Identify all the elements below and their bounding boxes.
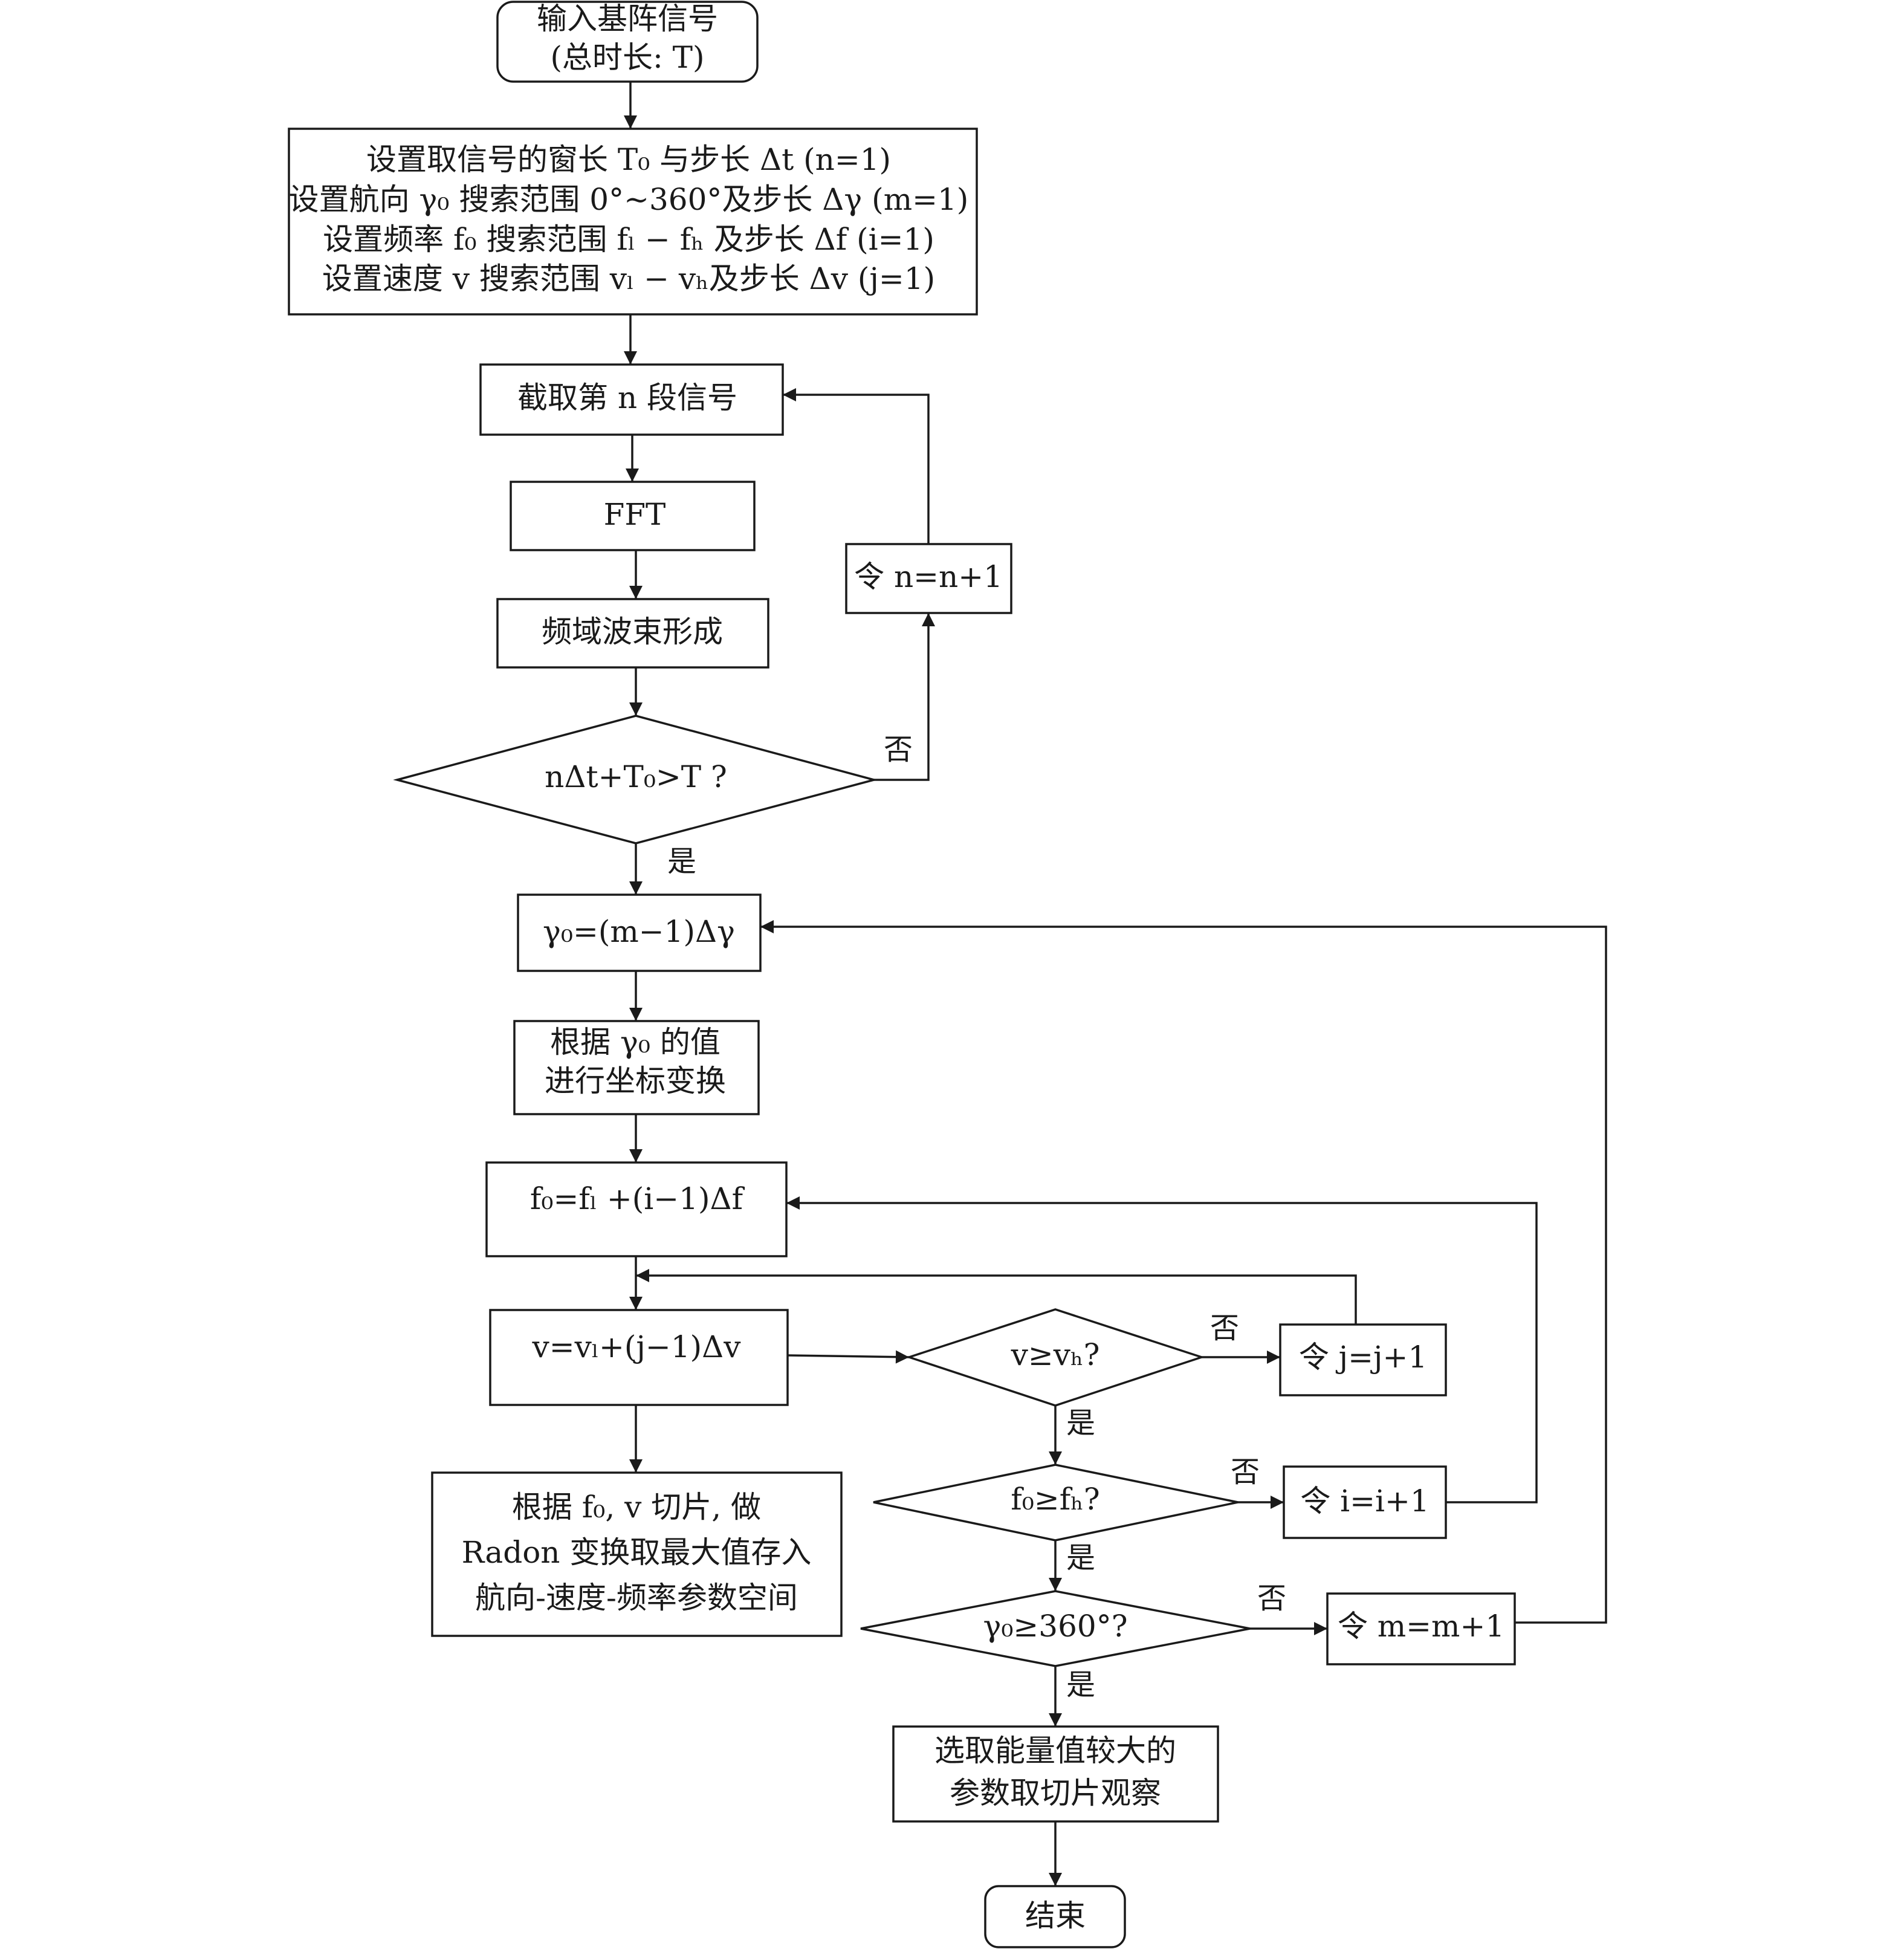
inc-j-label: 令 j=j+1 [1299, 1340, 1428, 1375]
svg-text:是: 是 [1066, 1668, 1095, 1702]
svg-text:是: 是 [1066, 1406, 1095, 1440]
radon-label-1: 根据 f₀, v 切片, 做 [512, 1490, 761, 1525]
inc-m-label: 令 m=m+1 [1338, 1609, 1504, 1644]
start-node [496, 1, 759, 83]
svg-text:是: 是 [667, 845, 696, 878]
v-no-label: 否 [1210, 1311, 1239, 1345]
setup-label-1: 设置取信号的窗长 T₀ 与步长 Δt (n=1) [366, 142, 891, 177]
coord-label-1: 根据 γ₀ 的值 [550, 1025, 720, 1060]
svg-text:根据 f₀, v 切片, 做: 根据 f₀, v 切片, 做 [512, 1490, 761, 1525]
loop-inci-freq [786, 1196, 1538, 1503]
time-condition-label: nΔt+T₀>T ? [545, 759, 727, 794]
svg-text:v=vₗ+(j−1)Δv: v=vₗ+(j−1)Δv [532, 1329, 742, 1364]
beam-label: 频域波束形成 [542, 614, 723, 649]
coord-node [513, 1020, 760, 1115]
end-label: 结束 [1025, 1898, 1086, 1933]
svg-text:f₀≥fₕ?: f₀≥fₕ? [1011, 1482, 1099, 1517]
svg-text:是: 是 [1066, 1541, 1095, 1575]
svg-text:否: 否 [1210, 1311, 1239, 1345]
svg-text:截取第 n 段信号: 截取第 n 段信号 [517, 380, 737, 415]
loop-incm-gamma [760, 920, 1607, 1624]
svg-text:根据 γ₀ 的值: 根据 γ₀ 的值 [550, 1025, 720, 1060]
start-label-1: 输入基阵信号 [537, 1, 718, 36]
svg-text:FFT: FFT [604, 497, 666, 532]
time-no-label: 否 [884, 733, 913, 767]
gamma-condition-label: γ₀≥360°? [983, 1609, 1127, 1644]
time-yes-label: 是 [667, 845, 696, 878]
svg-text:设置取信号的窗长 T₀ 与步长 Δt (n=1): 设置取信号的窗长 T₀ 与步长 Δt (n=1) [366, 142, 891, 177]
svg-text:令 n=n+1: 令 n=n+1 [854, 559, 1003, 594]
svg-text:γ₀=(m−1)Δγ: γ₀=(m−1)Δγ [543, 914, 735, 949]
f-yes-label: 是 [1066, 1541, 1095, 1575]
svg-text:参数取切片观察: 参数取切片观察 [950, 1776, 1161, 1811]
select-label-2: 参数取切片观察 [950, 1776, 1161, 1811]
select-label-1: 选取能量值较大的 [934, 1733, 1176, 1768]
start-label-2: (总时长: T) [550, 40, 704, 75]
svg-text:设置速度 v 搜索范围 vₗ − vₕ及步长 Δv (j=1: 设置速度 v 搜索范围 vₗ − vₕ及步长 Δv (j=1) [322, 261, 935, 296]
radon-label-3: 航向-速度-频率参数空间 [475, 1580, 798, 1615]
inc-n-label: 令 n=n+1 [854, 559, 1003, 594]
freq-label: f₀=fₗ +(i−1)Δf [530, 1181, 745, 1216]
v-condition-label: v≥vₕ? [1011, 1337, 1100, 1372]
loop-incn-segment [783, 388, 930, 544]
svg-text:γ₀≥360°?: γ₀≥360°? [983, 1609, 1127, 1644]
svg-text:航向-速度-频率参数空间: 航向-速度-频率参数空间 [475, 1580, 798, 1615]
setup-label-4: 设置速度 v 搜索范围 vₗ − vₕ及步长 Δv (j=1) [322, 261, 935, 296]
svg-text:令 j=j+1: 令 j=j+1 [1299, 1340, 1428, 1375]
gamma-node [517, 893, 762, 972]
setup-node [288, 128, 978, 316]
radon-label-2: Radon 变换取最大值存入 [462, 1535, 812, 1570]
g-no-label: 否 [1257, 1581, 1286, 1615]
radon-node [431, 1471, 843, 1637]
svg-text:设置频率 f₀ 搜索范围 fₗ − fₕ 及步长 Δf (i: 设置频率 f₀ 搜索范围 fₗ − fₕ 及步长 Δf (i=1) [323, 222, 934, 257]
arrow-timecond-incn [874, 613, 935, 781]
svg-text:输入基阵信号: 输入基阵信号 [537, 1, 718, 36]
svg-text:(总时长: T): (总时长: T) [550, 40, 704, 75]
svg-text:f₀=fₗ +(i−1)Δf: f₀=fₗ +(i−1)Δf [530, 1181, 745, 1216]
svg-text:进行坐标变换: 进行坐标变换 [545, 1063, 726, 1098]
svg-text:频域波束形成: 频域波束形成 [542, 614, 723, 649]
f-condition-label: f₀≥fₕ? [1011, 1482, 1099, 1517]
setup-label-2: 设置航向 γ₀ 搜索范围 0°~360°及步长 Δγ (m=1) [289, 182, 969, 217]
segment-label: 截取第 n 段信号 [517, 380, 737, 415]
inc-m-node [1326, 1592, 1516, 1665]
g-yes-label: 是 [1066, 1668, 1095, 1702]
svg-text:令 m=m+1: 令 m=m+1 [1338, 1609, 1504, 1644]
coord-label-2: 进行坐标变换 [545, 1063, 726, 1098]
arrow-vel-vcond [787, 1350, 910, 1364]
fft-label: FFT [604, 497, 666, 532]
vel-label: v=vₗ+(j−1)Δv [532, 1329, 742, 1364]
inc-i-label: 令 i=i+1 [1300, 1484, 1429, 1519]
vel-node [489, 1309, 789, 1406]
svg-text:令 i=i+1: 令 i=i+1 [1300, 1484, 1429, 1519]
svg-text:设置航向 γ₀ 搜索范围 0°~360°及步长 Δγ (m=: 设置航向 γ₀ 搜索范围 0°~360°及步长 Δγ (m=1) [289, 182, 969, 217]
loop-incj-vel [636, 1269, 1357, 1325]
svg-text:Radon 变换取最大值存入: Radon 变换取最大值存入 [462, 1535, 812, 1570]
fft-node [510, 481, 756, 551]
inc-j-node [1279, 1323, 1447, 1396]
svg-text:结束: 结束 [1025, 1898, 1086, 1933]
svg-text:否: 否 [1231, 1455, 1260, 1489]
svg-text:nΔt+T₀>T ?: nΔt+T₀>T ? [545, 759, 727, 794]
f-no-label: 否 [1231, 1455, 1260, 1489]
segment-node [479, 363, 784, 436]
v-yes-label: 是 [1066, 1406, 1095, 1440]
svg-text:否: 否 [1257, 1581, 1286, 1615]
setup-label-3: 设置频率 f₀ 搜索范围 fₗ − fₕ 及步长 Δf (i=1) [323, 222, 934, 257]
beam-node [496, 598, 769, 669]
svg-text:选取能量值较大的: 选取能量值较大的 [934, 1733, 1176, 1768]
select-node [892, 1725, 1219, 1823]
gamma-label: γ₀=(m−1)Δγ [543, 914, 735, 949]
svg-text:v≥vₕ?: v≥vₕ? [1011, 1337, 1100, 1372]
svg-text:否: 否 [884, 733, 913, 767]
